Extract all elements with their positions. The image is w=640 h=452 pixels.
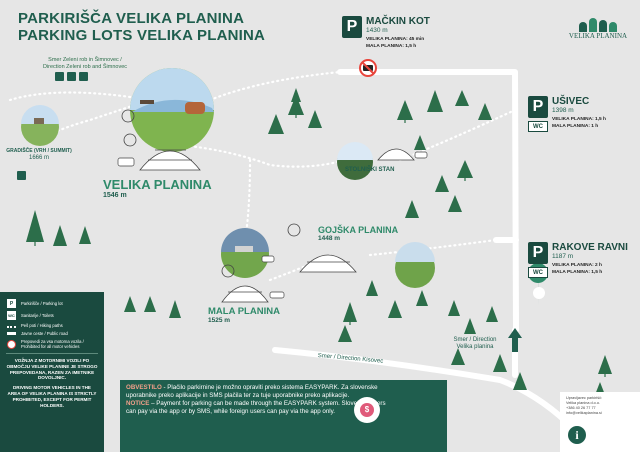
parking-icon: P — [7, 299, 16, 308]
place-velika-planina: VELIKA PLANINA 1546 m — [103, 177, 212, 199]
mackin-kot-time2: MALA PLANINA: 1,5 h — [366, 44, 417, 49]
cow-icons — [117, 151, 428, 299]
info-line-2: Velika planina d.o.o. — [566, 401, 600, 405]
obvestilo-label: OBVESTILO — [126, 384, 162, 391]
direction-bottom-line2: Velika planina — [456, 344, 494, 350]
logo-graphic — [566, 14, 630, 32]
velika-planina-name: VELIKA PLANINA — [103, 177, 212, 192]
parking-icon: P — [342, 16, 362, 38]
sidebar-notice-sl: VOŽNJA Z MOTORNIMI VOZILI PO OBMOČJU VEL… — [6, 358, 98, 381]
usivec-time1: VELIKA PLANINA: 1,5 h — [552, 117, 606, 122]
direction-zeleni-rob: Smer Zeleni rob in Šimnovec / Direction … — [20, 57, 150, 71]
direction-arrow-shaft — [512, 336, 518, 352]
legend-item-prohibited: Prepovedi za vsa motorna vozila / Prohib… — [7, 339, 97, 349]
chairlift-icon — [55, 72, 64, 81]
legend-item-parking: P Parkirišče / Parking lot — [7, 299, 97, 308]
title-line-2: PARKING LOTS VELIKA PLANINA — [18, 27, 266, 44]
easypark-icon: $ — [354, 397, 380, 423]
velika-planina-alt: 1546 m — [103, 192, 127, 199]
lift-icons — [55, 72, 88, 81]
info-box: Upravljavec parkirišč: Velika planina d.… — [560, 392, 640, 452]
hiker-icon-gradisce — [17, 171, 26, 180]
gradisce-alt: 1666 m — [28, 155, 49, 161]
logo-text: VELIKA PLANINA — [568, 32, 628, 40]
usivec-alt: 1398 m — [552, 107, 574, 114]
legend-list: P Parkirišče / Parking lot WC Sanitarije… — [0, 292, 104, 349]
legend-text-prohibited: Prepovedi za vsa motorna vozila / Prohib… — [21, 339, 84, 349]
no-vehicle-sign — [359, 59, 377, 77]
wc-icon: WC — [528, 267, 548, 278]
photo-velika-planina — [130, 68, 214, 152]
wc-icon: WC — [528, 121, 548, 132]
dotted-path-icon — [7, 324, 16, 328]
parking-rakove-ravni[interactable]: P WC RAKOVE RAVNI 1187 m VELIKA PLANINA:… — [528, 242, 628, 278]
parking-usivec[interactable]: P WC UŠIVEC 1398 m VELIKA PLANINA: 1,5 h… — [528, 96, 606, 132]
payment-symbol-icon: $ — [360, 403, 374, 417]
rakove-ravni-name: RAKOVE RAVNI — [552, 242, 628, 253]
info-line-1: Upravljavec parkirišč: — [566, 396, 603, 400]
photo-stolniski-stan — [337, 142, 373, 180]
direction-arrow — [508, 328, 522, 338]
sidebar-notice-en: DRIVING MOTOR VEHICLES IN THE AREA OF VE… — [7, 385, 97, 408]
mackin-kot-time1: VELIKA PLANINA: 45 min — [366, 37, 425, 42]
payment-notice-text: OBVESTILO - Plačilo parkirnine je možno … — [120, 380, 447, 416]
legend-text-parking: Parkirišče / Parking lot — [21, 301, 63, 306]
direction-zeleni-rob-line1: Smer Zeleni rob in Šimnovec / — [48, 57, 122, 63]
legend-text-road: Javne ceste / Public road — [21, 331, 68, 336]
mackin-kot-alt: 1430 m — [366, 27, 388, 34]
info-line-4: info@velikaplanina.si — [566, 411, 602, 415]
usivec-time2: MALA PLANINA: 1 h — [552, 124, 599, 129]
place-gradisce: GRADIŠČE (VRH / SUMMIT) 1666 m — [6, 148, 72, 162]
hiker-icon — [79, 72, 88, 81]
info-line-3: +386 40 26 77 77 — [566, 406, 596, 410]
photo-gradisce — [21, 105, 59, 146]
sidebar-notice: VOŽNJA Z MOTORNIMI VOZILI PO OBMOČJU VEL… — [6, 353, 98, 408]
logo: VELIKA PLANINA — [566, 14, 630, 40]
legend-item-toilets: WC Sanitarije / Toilets — [7, 311, 97, 320]
photo-mala-planina — [395, 242, 435, 288]
photo-gojska-planina — [221, 228, 269, 278]
notice-text: – Payment for parking can be made throug… — [126, 400, 386, 415]
rakove-ravni-time2: MALA PLANINA: 1,5 h — [552, 270, 603, 275]
title-line-1: PARKIRIŠČA VELIKA PLANINA — [18, 10, 245, 27]
direction-velika-planina: Smer / Direction Velika planina — [440, 337, 510, 351]
direction-bottom-line1: Smer / Direction — [453, 337, 497, 343]
place-gojska-planina: GOJŠKA PLANINA 1448 m — [318, 225, 398, 242]
legend-item-hiking: Peš poti / Hiking paths — [7, 323, 97, 328]
place-mala-planina: MALA PLANINA 1525 m — [208, 306, 280, 324]
legend-panel: P Parkirišče / Parking lot WC Sanitarije… — [0, 292, 104, 452]
payment-notice: OBVESTILO - Plačilo parkirnine je možno … — [120, 380, 447, 452]
restaurant-icons — [121, 109, 301, 278]
mackin-kot-name: MAČKIN KOT — [366, 16, 430, 27]
rakove-ravni-time1: VELIKA PLANINA: 2 h — [552, 263, 602, 268]
hut-icons — [139, 148, 415, 303]
gojska-name: GOJŠKA PLANINA — [318, 225, 399, 235]
direction-zeleni-rob-line2: Direction Zeleni rob and Šimnovec — [42, 64, 128, 70]
parking-mackin-kot[interactable]: P MAČKIN KOT 1430 m VELIKA PLANINA: 45 m… — [342, 16, 430, 50]
tree-group — [26, 88, 612, 400]
info-icon: i — [568, 426, 586, 444]
road-icon — [7, 332, 16, 335]
parking-icon: P — [528, 242, 548, 264]
legend-text-hiking: Peš poti / Hiking paths — [21, 323, 63, 328]
legend-text-toilets: Sanitarije / Toilets — [21, 313, 54, 318]
rakove-ravni-alt: 1187 m — [552, 253, 574, 260]
map-title: PARKIRIŠČA VELIKA PLANINA PARKING LOTS V… — [18, 10, 265, 44]
parking-icon: P — [528, 96, 548, 118]
usivec-name: UŠIVEC — [552, 96, 590, 107]
gradisce-name: GRADIŠČE (VRH / SUMMIT) — [6, 148, 72, 154]
mala-alt: 1525 m — [208, 317, 231, 324]
legend-item-road: Javne ceste / Public road — [7, 331, 97, 336]
no-vehicle-icon — [7, 339, 16, 349]
tree-trunks — [34, 115, 606, 377]
obvestilo-text: - Plačilo parkirnine je možno opraviti p… — [126, 384, 378, 399]
stolniski-stan-label: STOLNIŠKI STAN — [345, 167, 395, 173]
gojska-alt: 1448 m — [318, 235, 341, 242]
wc-icon: WC — [7, 311, 16, 320]
notice-label: NOTICE — [126, 400, 150, 407]
mala-name: MALA PLANINA — [208, 306, 280, 317]
cablecar-icon — [67, 72, 76, 81]
info-lines: Upravljavec parkirišč: Velika planina d.… — [560, 392, 640, 416]
